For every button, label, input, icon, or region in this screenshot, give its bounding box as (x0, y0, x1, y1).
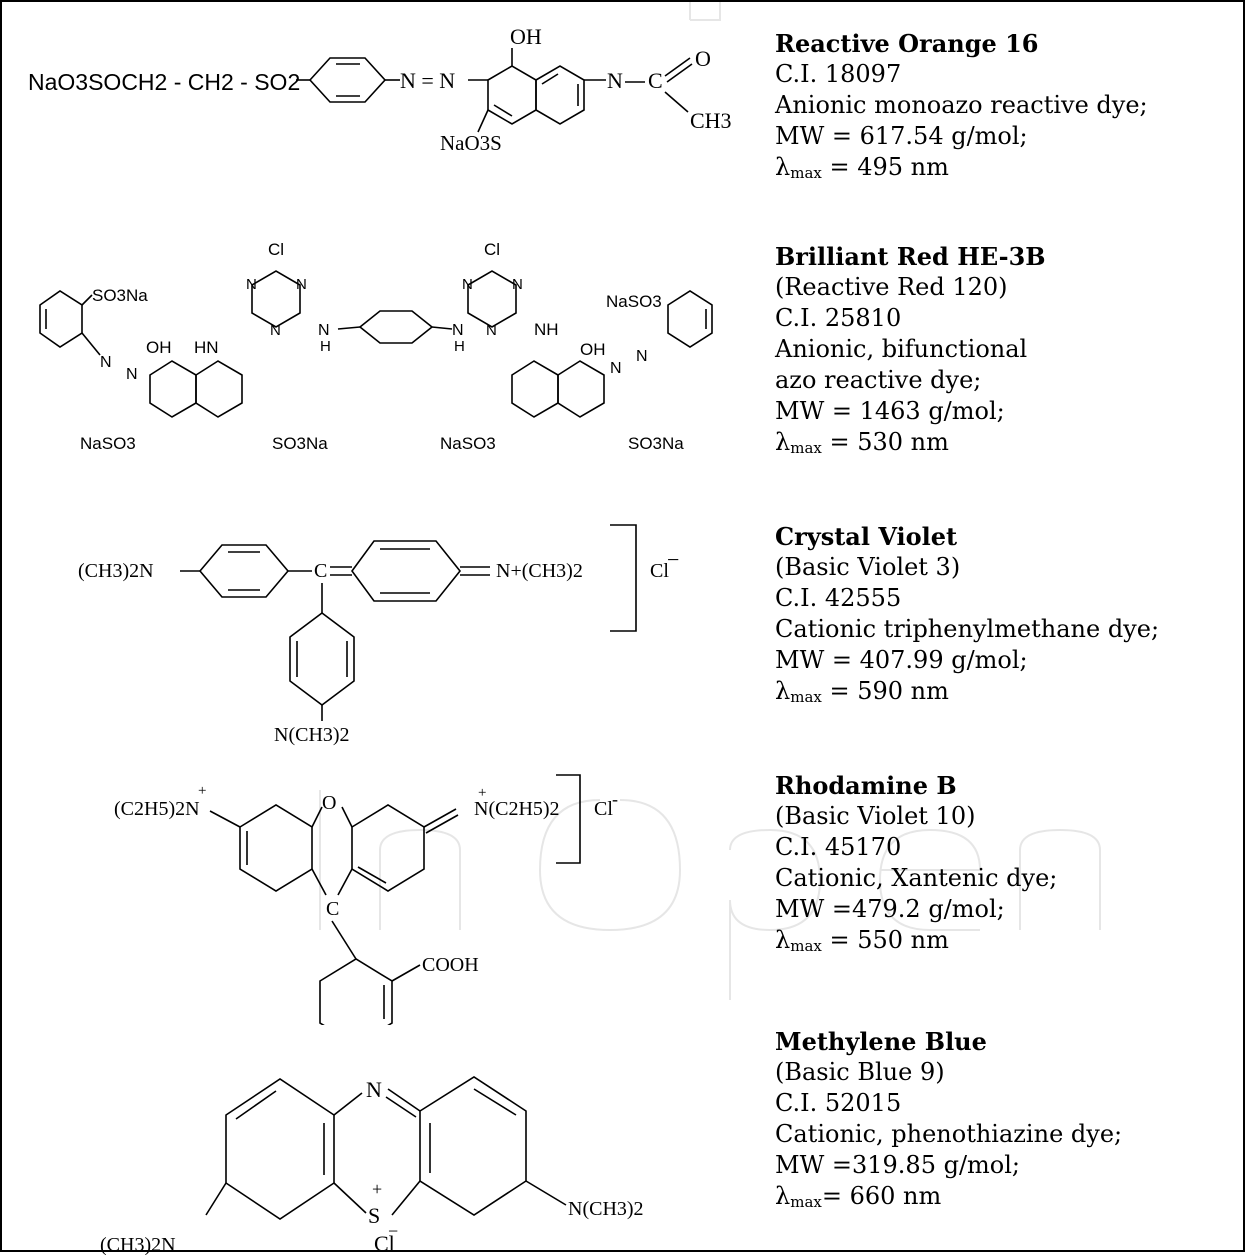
structure-brilliant-red-he3b: SO3Na N N OH HN NaSO3 SO3Na Cl N N N N H… (39, 240, 713, 453)
dye-info-reactive-orange-16: Reactive Orange 16 C.I. 18097 Anionic mo… (775, 28, 1148, 189)
dye-detail: Cationic, phenothiazine dye; (775, 1120, 1123, 1148)
dye-detail: MW = 617.54 g/mol; (775, 122, 1028, 150)
dye-info-rhodamine-b: Rhodamine B (Basic Violet 10) C.I. 45170… (775, 770, 1057, 962)
ro16-oh-label: OH (510, 24, 542, 49)
rr120-n-6: N (318, 322, 330, 339)
rr120-cl-2: Cl (484, 240, 500, 259)
dye-detail: C.I. 25810 (775, 304, 902, 332)
rhb-minus: - (612, 789, 618, 809)
rr120-n-7: N (452, 322, 464, 339)
mb-s-label: S (368, 1203, 380, 1228)
rr120-so3na-1: SO3Na (92, 286, 148, 305)
rhb-plus-1: + (198, 783, 206, 799)
rhb-right-amine: N(C2H5)2 (474, 798, 560, 820)
rr120-n-9: N (512, 276, 523, 293)
rr120-nas03-3: NaSO3 (440, 434, 496, 453)
dye-name: Reactive Orange 16 (775, 29, 1039, 58)
dye-detail: Cationic, Xantenic dye; (775, 864, 1058, 892)
dye-info-brilliant-red-he3b: Brilliant Red HE-3B (Reactive Red 120) C… (775, 241, 1046, 464)
dye-detail: C.I. 18097 (775, 60, 902, 88)
dye-detail: C.I. 42555 (775, 584, 902, 612)
rr120-n-4: N (296, 276, 307, 293)
mb-n-label: N (366, 1077, 382, 1102)
cv-c-label: C (314, 560, 327, 582)
ro16-so3na-label: NaO3S (440, 131, 502, 155)
dye-name: Rhodamine B (775, 771, 957, 800)
dye-detail: (Reactive Red 120) (775, 273, 1008, 301)
rr120-n-5: N (270, 322, 281, 339)
cv-bottom-amine: N(CH3)2 (274, 724, 350, 746)
rhb-c-label: C (326, 898, 339, 920)
dye-detail: MW = 1463 g/mol; (775, 397, 1005, 425)
dye-info-crystal-violet: Crystal Violet (Basic Violet 3) C.I. 425… (775, 521, 1159, 713)
rhb-plus-2: + (478, 785, 486, 801)
dye-detail: MW = 407.99 g/mol; (775, 646, 1028, 674)
dye-detail: (Basic Blue 9) (775, 1058, 945, 1086)
dye-lambda-max: λmax = 590 nm (775, 677, 949, 706)
rr120-n-3: N (246, 276, 257, 293)
rr120-n-10: N (486, 322, 497, 339)
mb-plus: + (372, 1179, 382, 1199)
ro16-c-label: C (648, 68, 663, 93)
dye-name: Crystal Violet (775, 522, 958, 551)
dye-detail: (Basic Violet 3) (775, 553, 961, 581)
mb-cl-label: Cl (374, 1231, 395, 1255)
dye-detail: C.I. 45170 (775, 833, 902, 861)
rr120-n-1: N (100, 354, 112, 371)
rhb-cooh-label: COOH (422, 954, 479, 976)
ro16-azo-label: N = N (400, 68, 455, 93)
rr120-so3na-3: SO3Na (628, 434, 684, 453)
rr120-h-1: H (320, 338, 331, 355)
dye-lambda-max: λmax = 495 nm (775, 153, 949, 182)
cv-right-amine: N+(CH3)2 (496, 560, 583, 582)
rhb-cl-label: Cl (594, 798, 613, 820)
dye-lambda-max: λmax= 660 nm (775, 1182, 942, 1211)
dye-info-methylene-blue: Methylene Blue (Basic Blue 9) C.I. 52015… (775, 1026, 1122, 1218)
dye-name: Methylene Blue (775, 1027, 987, 1056)
dye-detail: Cationic triphenylmethane dye; (775, 615, 1160, 643)
rhb-o-label: O (322, 792, 336, 814)
dye-name: Brilliant Red HE-3B (775, 242, 1046, 271)
rr120-n-8: N (462, 276, 473, 293)
cv-cl-label: Cl (650, 560, 669, 582)
cv-minus: − (667, 547, 679, 572)
mb-left-amine: (CH3)2N (100, 1234, 176, 1255)
dye-detail: (Basic Violet 10) (775, 802, 976, 830)
dye-detail: MW =319.85 g/mol; (775, 1151, 1021, 1179)
dye-detail: Anionic, bifunctional (775, 335, 1028, 363)
ro16-o-label: O (695, 46, 711, 71)
dye-detail: MW =479.2 g/mol; (775, 895, 1005, 923)
ro16-chain-label: NaO3SOCH2 - CH2 - SO2 (28, 69, 300, 95)
structure-crystal-violet: (CH3)2N C N+(CH3)2 Cl − N(CH3)2 (78, 524, 679, 746)
rr120-h-2: H (454, 338, 465, 355)
rr120-cl-1: Cl (268, 240, 284, 259)
ro16-n-label: N (607, 68, 623, 93)
rr120-n-2: N (126, 366, 138, 383)
structure-rhodamine-b: + (C2H5)2N O + N(C2H5)2 Cl - C COOH (114, 774, 618, 1025)
rr120-nas03-2: NaSO3 (606, 292, 662, 311)
rr120-n-11: N (610, 360, 622, 377)
rhb-left-amine: (C2H5)2N (114, 798, 200, 820)
rr120-so3na-2: SO3Na (272, 434, 328, 453)
dye-lambda-max: λmax = 530 nm (775, 428, 949, 457)
ro16-ch3-label: CH3 (690, 108, 732, 133)
cv-left-amine: (CH3)2N (78, 560, 154, 582)
structure-reactive-orange-16: NaO3SOCH2 - CH2 - SO2 N = N OH NaO3S N C… (28, 24, 732, 155)
rr120-hn-1: HN (194, 338, 219, 357)
rr120-nas03-1: NaSO3 (80, 434, 136, 453)
mb-right-amine: N(CH3)2 (568, 1198, 644, 1220)
dye-detail: azo reactive dye; (775, 366, 982, 394)
mb-minus: − (388, 1221, 398, 1241)
rr120-oh-1: OH (146, 338, 172, 357)
rr120-oh-2: OH (580, 340, 606, 359)
structure-methylene-blue: N + S Cl − (CH3)2N N(CH3)2 (100, 1076, 644, 1255)
rr120-n-12: N (636, 348, 648, 365)
dye-detail: Anionic monoazo reactive dye; (775, 91, 1148, 119)
dye-lambda-max: λmax = 550 nm (775, 926, 949, 955)
dye-detail: C.I. 52015 (775, 1089, 902, 1117)
rr120-nh-1: NH (534, 320, 559, 339)
